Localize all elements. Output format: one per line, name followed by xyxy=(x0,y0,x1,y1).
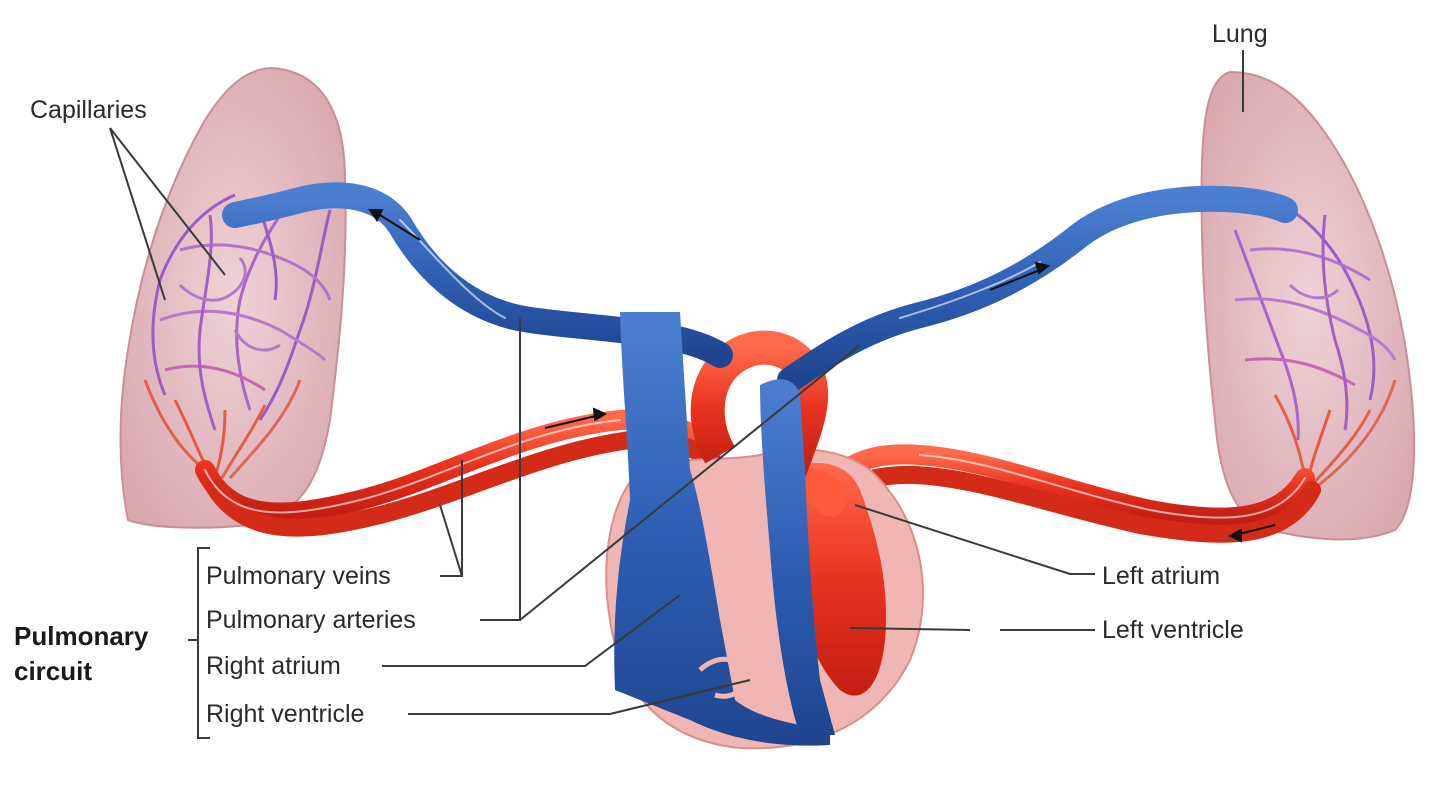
left-lung xyxy=(119,66,347,529)
right-heart-blue xyxy=(614,312,835,746)
arrow-right-artery xyxy=(989,267,1046,291)
arrow-left-vein xyxy=(544,414,601,429)
arrow-left-vein-head xyxy=(592,407,608,422)
leader-capillaries-b xyxy=(109,127,166,301)
circuit-bracket xyxy=(188,547,210,739)
label-pulmonary-veins: Pulmonary veins xyxy=(206,562,391,590)
arrow-left-artery-head xyxy=(368,209,384,222)
aorta xyxy=(690,330,829,476)
leader-pulmonary-arteries xyxy=(480,318,861,621)
label-right-ventricle: Right ventricle xyxy=(206,700,364,728)
arrow-right-artery-head xyxy=(1034,261,1051,275)
leader-left-atrium xyxy=(854,504,1095,575)
leader-capillaries-a xyxy=(109,127,226,276)
label-lung: Lung xyxy=(1212,20,1268,48)
leader-right-atrium xyxy=(382,594,681,667)
label-left-atrium: Left atrium xyxy=(1102,562,1220,590)
label-right-atrium: Right atrium xyxy=(206,652,341,680)
labels: Capillaries Lung Pulmonary veins Pulmona… xyxy=(14,20,1268,728)
leader-pulmonary-veins xyxy=(439,460,463,577)
right-pulmonary-artery xyxy=(777,185,1298,393)
flow-arrows xyxy=(368,209,1276,543)
label-circuit-line1: Pulmonary xyxy=(14,621,149,651)
leader-lines xyxy=(109,50,1244,739)
leader-right-ventricle xyxy=(408,679,751,715)
arrow-right-vein-head xyxy=(1227,528,1242,543)
label-left-ventricle: Left ventricle xyxy=(1102,616,1244,644)
label-circuit-line2: circuit xyxy=(14,656,92,686)
label-capillaries: Capillaries xyxy=(30,96,147,124)
arrow-left-artery xyxy=(374,211,421,241)
label-pulmonary-arteries: Pulmonary arteries xyxy=(206,606,416,634)
left-capillary-network xyxy=(143,193,332,479)
leader-left-ventricle xyxy=(849,627,1095,631)
